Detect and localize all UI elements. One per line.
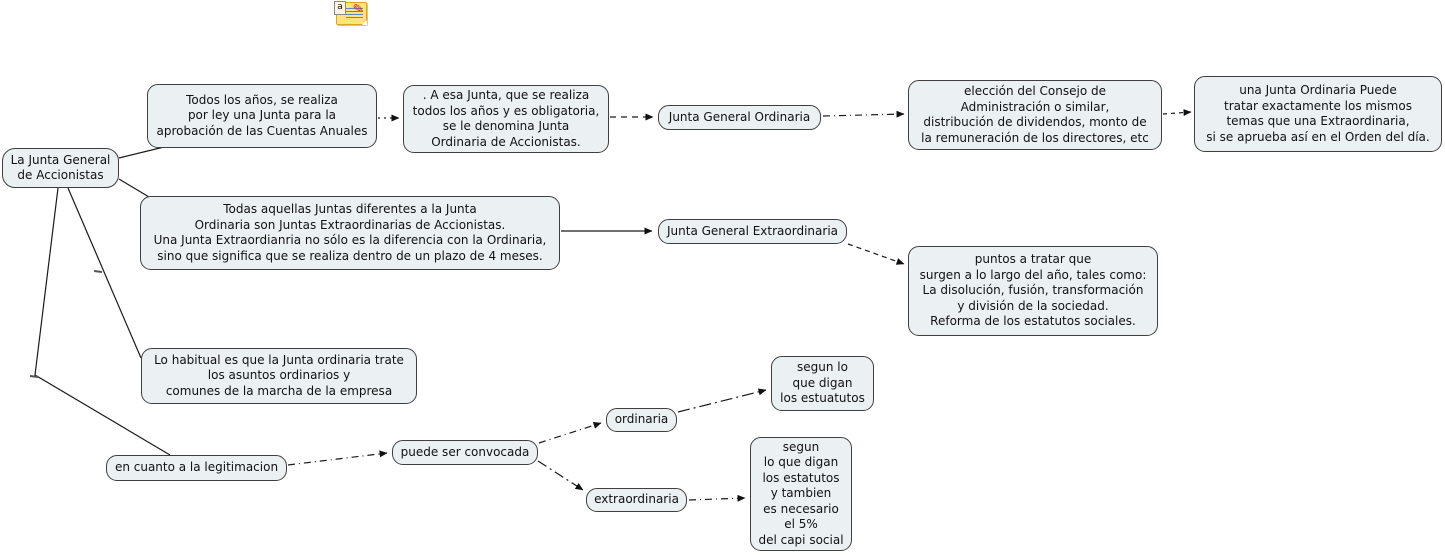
node-en-cuanto-legitimacion[interactable]: en cuanto a la legitimacion <box>106 455 287 481</box>
node-junta-general-extraordinaria[interactable]: Junta General Extraordinaria <box>658 219 847 244</box>
annotation-note-icon[interactable]: a ✎ <box>334 1 367 25</box>
page-fold-corner <box>362 20 367 25</box>
node-lo-habitual[interactable]: Lo habitual es que la Junta ordinaria tr… <box>141 348 417 404</box>
node-junta-general-ordinaria[interactable]: Junta General Ordinaria <box>658 105 821 130</box>
node-puede-ser-convocada[interactable]: puede ser convocada <box>392 440 538 465</box>
link-eleccion-to-una-junta[interactable] <box>1162 109 1192 117</box>
node-todos-los-anos[interactable]: Todos los años, se realiza por ley una J… <box>147 84 377 148</box>
node-segun-estatutos-ordinaria[interactable]: segun lo que digan los estuatutos <box>771 356 874 411</box>
link-legitimacion-to-convocada[interactable] <box>287 450 388 466</box>
link-main-to-legitimacion[interactable] <box>34 187 171 456</box>
link-main-to-todos[interactable] <box>118 146 165 159</box>
link-extraordinaria-to-segun-ext[interactable] <box>688 494 746 502</box>
node-eleccion-consejo[interactable]: elección del Consejo de Administración o… <box>908 80 1162 150</box>
node-puntos-a-tratar[interactable]: puntos a tratar que surgen a lo largo de… <box>908 246 1158 336</box>
link-ordinaria-to-segun-ord[interactable] <box>677 388 767 413</box>
node-extraordinaria[interactable]: extraordinaria <box>586 488 687 512</box>
note-lines-icon <box>346 7 363 20</box>
node-ordinaria[interactable]: ordinaria <box>606 408 677 432</box>
link-jgo-to-eleccion[interactable] <box>822 110 905 118</box>
node-junta-general-accionistas[interactable]: La Junta General de Accionistas <box>2 148 119 188</box>
link-handle-habitual[interactable] <box>93 270 103 273</box>
node-todas-aquellas-juntas[interactable]: Todas aquellas Juntas diferentes a la Ju… <box>140 196 560 270</box>
link-main-to-habitual[interactable] <box>67 187 142 359</box>
link-jge-to-puntos[interactable] <box>847 243 905 265</box>
link-convocada-to-extraordinaria[interactable] <box>537 460 584 491</box>
link-handle-legitimacion[interactable] <box>29 375 39 378</box>
node-una-junta-ordinaria-puede[interactable]: una Junta Ordinaria Puede tratar exactam… <box>1194 76 1442 152</box>
node-segun-estatutos-extraordinaria[interactable]: segun lo que digan los estatutos y tambi… <box>750 437 852 551</box>
link-convocada-to-ordinaria[interactable] <box>538 421 602 444</box>
link-main-to-todas[interactable] <box>118 178 150 198</box>
letter-a-label: a <box>334 1 346 15</box>
node-a-esa-junta[interactable]: . A esa Junta, que se realiza todos los … <box>403 85 609 153</box>
